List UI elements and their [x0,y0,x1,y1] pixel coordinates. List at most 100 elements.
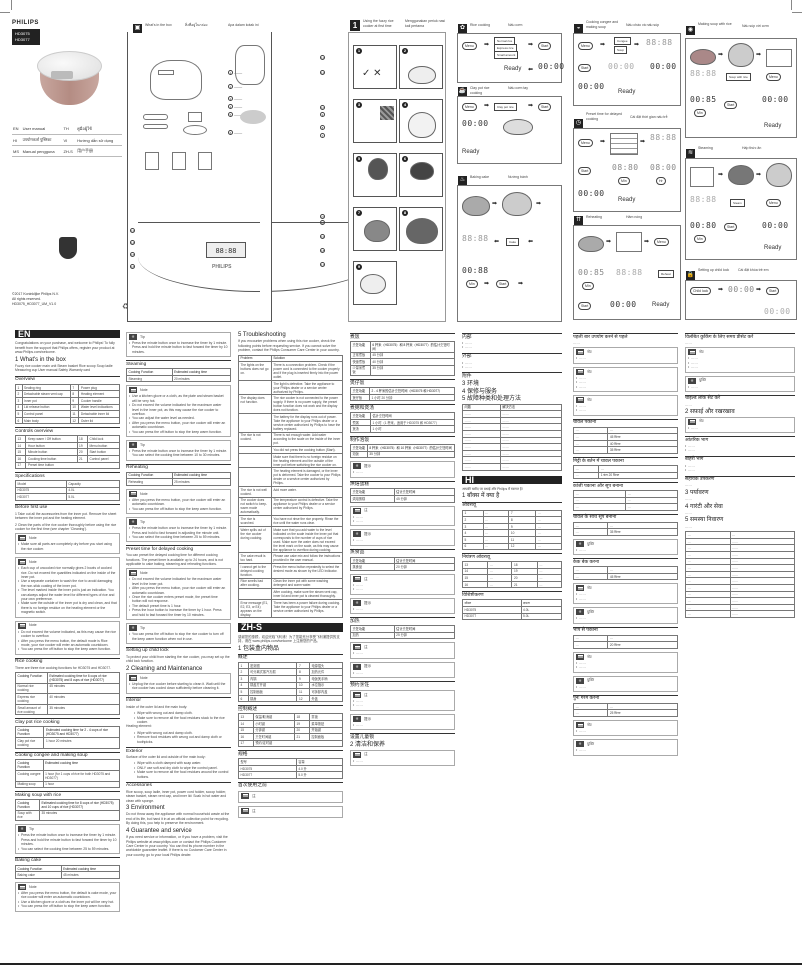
hr-button: Hr [656,177,666,185]
step-6: 6 [399,153,443,197]
control-panel-drawing [138,222,378,292]
manual-drawing [145,152,159,170]
note-box: 注…… [350,749,455,766]
note-box: 注 [238,805,343,818]
menu-button: Menu [578,139,593,147]
subsection-title: चावल पकाना [573,418,678,426]
option-reheat: Reheat [658,270,674,278]
box-contents: Fuzzy rice cooker main unit Steam basket… [15,364,113,373]
flow-title: Rice cooking [470,23,491,27]
crop-mark [792,12,802,13]
note-icon [18,535,26,542]
flow-soup-with-rice: ◉ Making soup with rice Nấu súp với cơm … [685,22,797,138]
start-button: Start [578,64,592,72]
section-title: 2 Cleaning and Maintenance [126,665,203,672]
panel-title-ms: Apa dalam kotak ini [228,23,259,27]
option-small: Small amount [494,51,519,59]
panel-title-th: สิ่งที่อยู่ในกล่อง [185,23,208,27]
note-box: Note Unplug the rice cooker before start… [126,673,231,694]
note-icon [18,559,26,566]
note-box: 注………… [350,573,455,595]
crop-mark [0,12,10,13]
subsection-title: Before first use [15,503,120,511]
language-heading: HI [462,475,562,484]
flow-title-vi: Nấu cơm tay [508,86,528,90]
note-box: Note Use a kitchen glove or a cloth, as … [126,385,231,437]
tip-icon: ✳ [129,334,137,340]
step-3: 3 [353,99,397,143]
hi-troubleshooting-table: …… ……………………… ……………………… ……………………… …………………… [685,531,796,618]
subsection-title: Cooking congee and making soup [15,751,120,759]
start-button: Start [724,223,738,231]
subsection-title: आंतरिक भाग [685,436,795,443]
hi-column-3: विलंबित कुकिंग के लिए समय प्रीसेट करें …… [685,330,796,621]
zh-troubleshooting-table: 问题解决方法 ……………………………… ……………………………… …………………… [462,403,563,471]
step-8: 8 [399,207,443,251]
section-title: 3 पर्यावरण [685,489,709,496]
ready-label: Ready [618,197,636,203]
section-title: 4 Guarantee and service [126,827,192,834]
crop-mark [790,0,791,10]
timer-hr: 08:00 [650,163,677,172]
subsection-title: 煲仔饭 [350,379,455,386]
timer-display: 00:00 [578,189,605,198]
tip-box: ✳युक्ति…… [685,375,795,392]
tip-box: ✳युक्ति…… [573,675,678,692]
note-box: नोट…… [573,720,678,737]
flow-title: Reheating [586,215,602,219]
min-button: Min [466,280,478,288]
manual-drawing [198,152,212,170]
language-heading: ZH-S [238,623,343,632]
flow-title: Baking cake [470,175,490,179]
intro-text: Congratulations on your purchase, and we… [15,341,115,355]
crop-mark [11,0,12,10]
subsection-title: Specifications [15,472,120,479]
flow-steaming: ≋ Steaming Hấp thức ăn ➡ ➡ 88:88 Steam M… [685,146,797,260]
callout-18: 18 [320,248,325,253]
paragraph: To protect your child from starting the … [126,654,230,664]
callout-10: 10 [320,105,325,110]
tip-box: ✳Tip Press the minute button once to inc… [126,439,231,461]
clay-pot-icon: ☕ [458,87,467,96]
section-title: 2 清洁和保养 [350,742,386,749]
subsection-title: बाहरी भाग [685,455,795,463]
model-name: HD3077 [15,37,30,42]
subsection-title: नियंत्रण ओवरव्यू [462,553,562,560]
callout-14: 14 [130,240,135,245]
flow-child-lock: 🔒 Setting up child lock Cài đặt khóa trẻ… [685,268,797,320]
tip-box: ✳提示…… [350,529,455,546]
hi-column-2: पहली बार उपयोग करने से पहले …… नोट…… नोट… [572,330,678,759]
note-box: Note Do not exceed the volume indicated … [126,568,231,621]
min-button: Min [694,109,706,117]
note-box: 注 [238,790,343,803]
callout-5: 5 —— [228,112,243,117]
tip-box: ✳Tip Press the minute button once to inc… [126,517,231,543]
callout-20: 20 [320,220,325,225]
flow-reheating: ⇈ Reheating Hâm nóng ➡ ➡ Menu 00:85 88:8… [573,215,681,320]
en-column-1: EN Congratulations on your purchase, and… [14,329,121,915]
lcd-display: 88:88 [206,242,246,258]
hi-rice-table: …… …45 मिनट …40 मिनट …35 मिनट [572,426,678,455]
soup-icon: ◉ [686,26,695,35]
subsection-title: 加热 [350,617,455,624]
flow-title-vi: Hấp thức ăn [742,146,762,150]
flow-title-vi: Nướng bánh [508,175,528,179]
subsection-title: 概述 [238,653,343,661]
timer-display: 00:80 [690,221,717,230]
flow-title: Setting up child lock [698,268,730,272]
menu-button: Menu [462,42,477,50]
menu-button: Menu [654,238,669,246]
steam-basket-drawing [183,125,207,135]
step-4: 4 [399,99,443,143]
menu-button: Menu [766,73,781,81]
philips-logo: PHILIPS [12,20,39,26]
step-9: 9 [353,261,397,305]
note-box: 注………… [350,690,455,711]
tip-box: ✳Tip Press the minute button once to inc… [15,824,120,854]
